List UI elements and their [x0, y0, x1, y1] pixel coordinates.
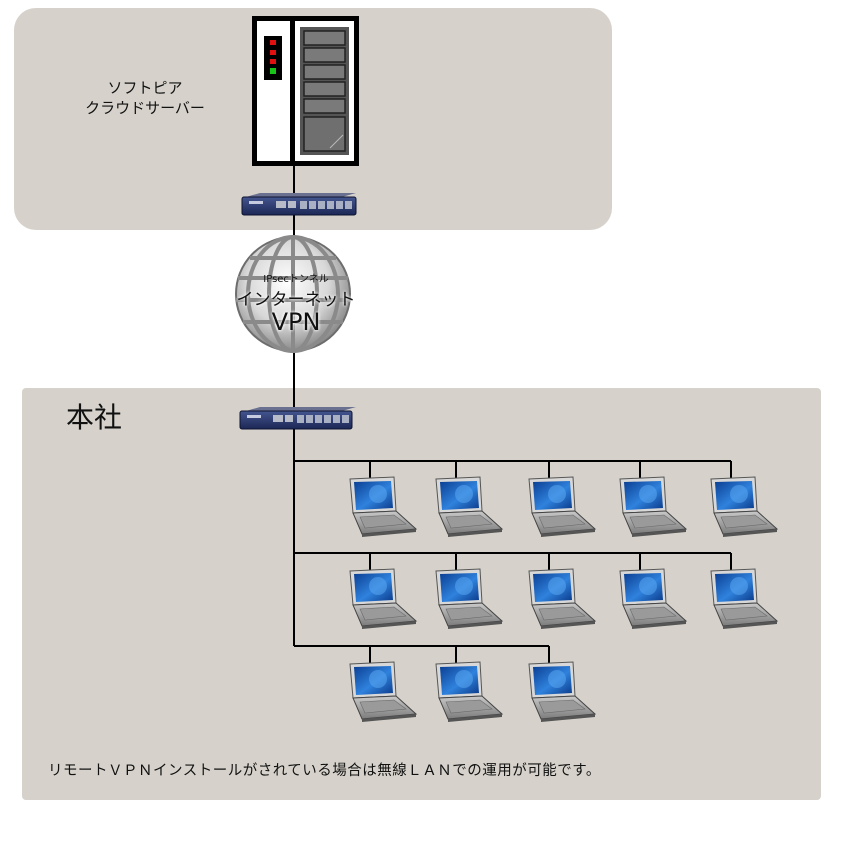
laptop-keyboard — [720, 606, 768, 621]
laptop-edge — [541, 529, 595, 537]
laptop-icon — [528, 661, 597, 722]
laptop-screen-glow — [455, 485, 473, 503]
laptop-edge — [632, 621, 686, 629]
laptop-icon — [435, 476, 504, 537]
laptop-icon — [619, 476, 688, 537]
laptop-edge — [723, 621, 777, 629]
vpn-router-icon — [241, 193, 357, 216]
headquarters-area — [22, 388, 821, 800]
laptop-keyboard — [538, 514, 586, 529]
laptop-edge — [723, 529, 777, 537]
laptop-screen-glow — [369, 670, 387, 688]
server-label: ソフトピア クラウドサーバー — [60, 78, 230, 118]
laptop-group — [294, 460, 779, 722]
laptop-icon — [349, 568, 418, 629]
laptop-screen-glow — [639, 485, 657, 503]
laptop-edge — [448, 714, 502, 722]
laptop-screen-glow — [730, 577, 748, 595]
hq-title: 本社 — [66, 401, 123, 434]
laptop-keyboard — [538, 699, 586, 714]
footer-note: リモートＶＰＮインストールがされている場合は無線ＬＡＮでの運用が可能です。 — [48, 763, 601, 779]
laptop-edge — [541, 621, 595, 629]
laptop-keyboard — [445, 606, 493, 621]
laptop-screen-glow — [369, 485, 387, 503]
laptop-screen-glow — [548, 485, 566, 503]
laptop-keyboard — [445, 514, 493, 529]
vpn-tunnel-label: IPsecトンネル — [263, 274, 329, 285]
hq-router-icon — [239, 407, 356, 430]
laptop-icon — [528, 568, 597, 629]
laptop-icon — [435, 568, 504, 629]
laptop-keyboard — [359, 699, 407, 714]
laptop-keyboard — [720, 514, 768, 529]
laptop-edge — [632, 529, 686, 537]
server-rack-icon — [252, 16, 359, 166]
laptop-keyboard — [359, 606, 407, 621]
laptop-edge — [362, 714, 416, 722]
laptop-screen-glow — [548, 670, 566, 688]
server-label-line2: クラウドサーバー — [85, 99, 205, 117]
laptop-screen-glow — [548, 577, 566, 595]
server-label-line1: ソフトピア — [107, 79, 183, 97]
laptop-keyboard — [445, 699, 493, 714]
vpn-label: VPN — [271, 308, 321, 336]
laptop-icon — [710, 568, 779, 629]
laptop-screen-glow — [730, 485, 748, 503]
laptop-screen-glow — [455, 670, 473, 688]
internet-globe-icon — [235, 235, 351, 353]
laptop-icon — [528, 476, 597, 537]
laptop-screen-glow — [369, 577, 387, 595]
laptop-keyboard — [359, 514, 407, 529]
laptop-keyboard — [629, 606, 677, 621]
laptop-keyboard — [538, 606, 586, 621]
laptop-screen-glow — [639, 577, 657, 595]
laptop-icon — [435, 661, 504, 722]
laptop-icon — [349, 476, 418, 537]
laptop-icon — [619, 568, 688, 629]
laptop-icon — [710, 476, 779, 537]
laptop-edge — [448, 621, 502, 629]
laptop-edge — [362, 529, 416, 537]
laptop-edge — [541, 714, 595, 722]
laptop-icon — [349, 661, 418, 722]
laptop-edge — [448, 529, 502, 537]
laptop-screen-glow — [455, 577, 473, 595]
laptop-keyboard — [629, 514, 677, 529]
internet-label: インターネット — [236, 290, 356, 310]
laptop-edge — [362, 621, 416, 629]
